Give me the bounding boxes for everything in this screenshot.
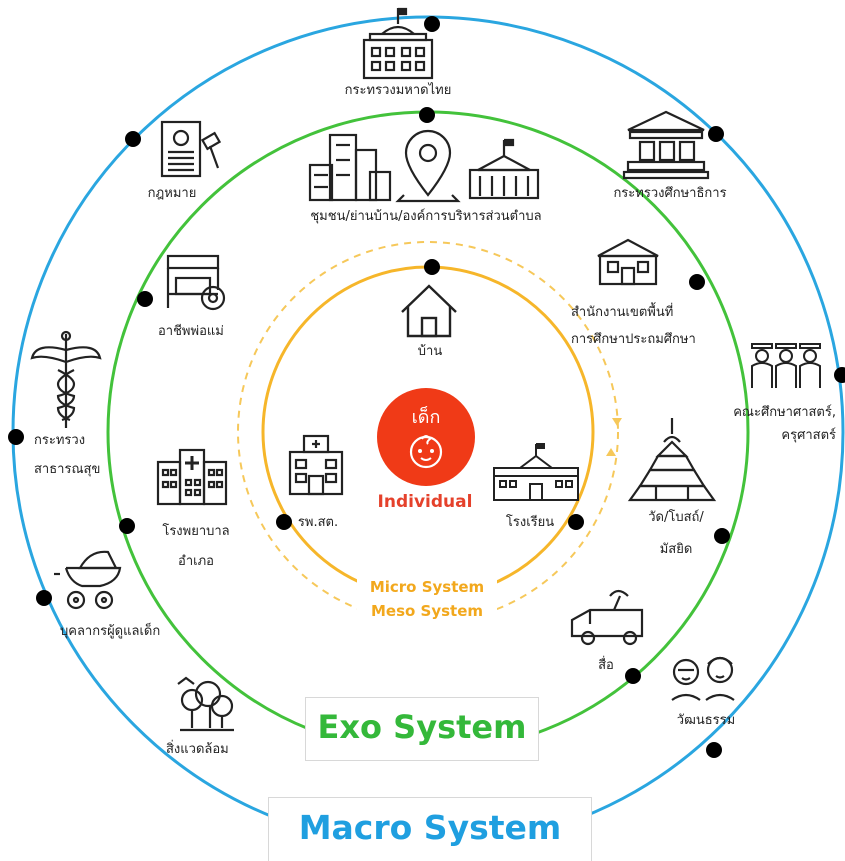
health-center-label: รพ.สต. bbox=[297, 515, 339, 530]
caduceus-icon bbox=[30, 330, 102, 428]
area-office-label-2: การศึกษาประถมศึกษา bbox=[571, 332, 696, 347]
child-title: เด็ก bbox=[411, 407, 441, 428]
micro-dot bbox=[424, 259, 440, 275]
caregiver-label: บุคลากรผู้ดูแลเด็ก bbox=[60, 624, 161, 639]
micro-dot bbox=[276, 514, 292, 530]
exo-dot bbox=[419, 107, 435, 123]
public-health-label-2: สาธารณสุข bbox=[34, 462, 101, 477]
macro-system-box: Macro System bbox=[268, 797, 592, 861]
public-health-label-1: กระทรวง bbox=[34, 433, 86, 448]
macro-dot bbox=[706, 742, 722, 758]
graduates-icon bbox=[751, 343, 821, 388]
meso-arrow-up-icon bbox=[606, 448, 616, 456]
micro-meso-label-box: Micro System Meso System bbox=[357, 570, 497, 632]
broadcast-van-icon bbox=[570, 589, 644, 646]
school-icon bbox=[493, 443, 579, 501]
community-icon bbox=[308, 129, 540, 203]
home-label: บ้าน bbox=[417, 344, 443, 359]
environment-label: สิ่งแวดล้อม bbox=[166, 742, 229, 757]
food-cart-icon bbox=[166, 254, 226, 311]
health-center-icon bbox=[288, 434, 344, 496]
baby-face-icon bbox=[409, 435, 443, 469]
community-label: ชุมชน/ย่านบ้าน/องค์การบริหารส่วนตำบล bbox=[310, 209, 542, 224]
exo-system-box: Exo System bbox=[305, 697, 539, 761]
area-office-label-1: สำนักงานเขตพื้นที่ bbox=[571, 305, 674, 320]
temple-label-2: มัสยิด bbox=[659, 542, 693, 557]
trees-icon bbox=[177, 676, 234, 732]
exo-dot bbox=[119, 518, 135, 534]
meso-dashed-ring bbox=[237, 241, 619, 623]
micro-system-label: Micro System bbox=[369, 578, 485, 596]
exo-dot bbox=[714, 528, 730, 544]
exo-system-label: Exo System bbox=[317, 708, 527, 746]
macro-ring-dots bbox=[8, 16, 845, 758]
government-building-icon bbox=[362, 7, 434, 80]
child-center-circle: เด็ก bbox=[377, 388, 475, 486]
temple-label-1: วัด/โบสถ์/ bbox=[648, 510, 704, 525]
education-ministry-label: กระทรวงศึกษาธิการ bbox=[613, 186, 727, 201]
stroller-icon bbox=[54, 550, 122, 610]
meso-arrow-down-icon bbox=[612, 418, 622, 426]
hospital-label-1: โรงพยาบาล bbox=[162, 524, 230, 539]
office-building-icon bbox=[597, 238, 659, 286]
parent-job-label: อาชีพพ่อแม่ bbox=[158, 324, 224, 339]
macro-dot bbox=[8, 429, 24, 445]
faculty-label-2: ครุศาสตร์ bbox=[781, 428, 836, 443]
thai-people-icon bbox=[671, 656, 735, 701]
exo-dot bbox=[137, 291, 153, 307]
macro-dot bbox=[36, 590, 52, 606]
macro-dot bbox=[834, 367, 845, 383]
culture-label: วัฒนธรรม bbox=[676, 713, 736, 728]
law-document-icon bbox=[160, 120, 222, 178]
meso-system-label: Meso System bbox=[370, 602, 484, 620]
interior-ministry-label: กระทรวงมหาดไทย bbox=[344, 83, 452, 98]
micro-ring-dots bbox=[276, 259, 584, 530]
temple-icon bbox=[627, 418, 717, 502]
micro-dot bbox=[568, 514, 584, 530]
faculty-label-1: คณะศึกษาศาสตร์, bbox=[733, 405, 836, 420]
house-icon bbox=[401, 284, 457, 338]
hospital-label-2: อำเภอ bbox=[178, 554, 214, 569]
ministry-building-icon bbox=[622, 110, 710, 180]
individual-label: Individual bbox=[377, 492, 473, 512]
macro-dot bbox=[708, 126, 724, 142]
exo-ring-dots bbox=[119, 107, 730, 684]
exo-dot bbox=[689, 274, 705, 290]
hospital-icon bbox=[156, 448, 228, 506]
macro-dot bbox=[424, 16, 440, 32]
law-label: กฎหมาย bbox=[147, 186, 197, 201]
macro-system-label: Macro System bbox=[298, 808, 562, 847]
exo-dot bbox=[625, 668, 641, 684]
school-label: โรงเรียน bbox=[505, 515, 555, 530]
macro-dot bbox=[125, 131, 141, 147]
media-label: สื่อ bbox=[598, 658, 614, 673]
